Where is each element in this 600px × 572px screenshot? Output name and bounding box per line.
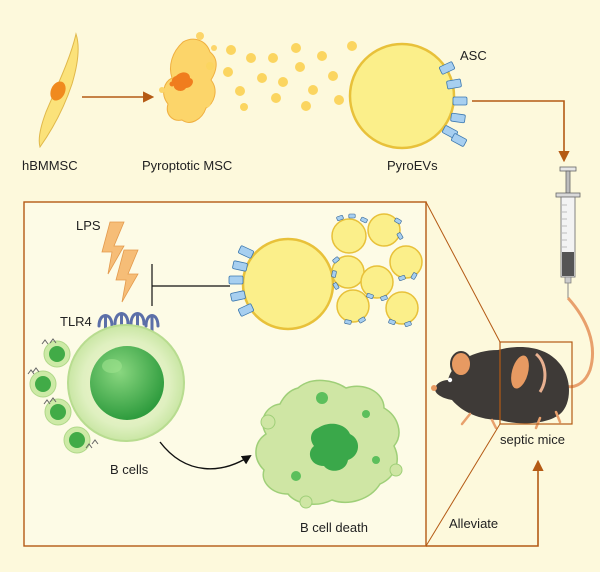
- b-cell-death-blob: [255, 379, 403, 509]
- pyroev-cluster: [331, 213, 423, 325]
- inhibition-line: [151, 264, 230, 306]
- syringe-icon: [555, 166, 581, 298]
- pyroev-panel-vesicle: [228, 237, 335, 331]
- label-pyroevs: PyroEVs: [387, 158, 438, 173]
- label-b-cell-death: B cell death: [300, 520, 368, 535]
- label-septic-mice: septic mice: [500, 432, 566, 447]
- mouse-icon: [431, 346, 569, 430]
- mouse-highlight-box: [499, 341, 573, 425]
- arrow-to-syringe: [472, 100, 570, 163]
- label-asc: ASC: [460, 48, 487, 63]
- zoom-line-top: [425, 201, 501, 343]
- small-b-cells: [27, 338, 99, 454]
- zoom-line-bottom: [425, 423, 501, 547]
- arrow-to-b-cell-death: [159, 441, 252, 470]
- lightning-icon: [101, 221, 139, 303]
- b-cell: [67, 324, 185, 442]
- label-b-cells: B cells: [110, 462, 149, 477]
- hbmmsc-cell: [38, 32, 79, 149]
- label-lps: LPS: [76, 218, 101, 233]
- pyroev-vesicle: [348, 42, 468, 150]
- pyroptotic-msc-cell: [159, 32, 217, 123]
- mouse-tail: [565, 296, 595, 389]
- label-hbmmsc: hBMMSC: [22, 158, 78, 173]
- label-alleviate: Alleviate: [449, 516, 499, 531]
- alleviate-arrow: [426, 459, 544, 547]
- label-pyroptotic-msc: Pyroptotic MSC: [142, 158, 233, 173]
- released-vesicles: [206, 41, 357, 111]
- label-tlr4: TLR4: [60, 314, 92, 329]
